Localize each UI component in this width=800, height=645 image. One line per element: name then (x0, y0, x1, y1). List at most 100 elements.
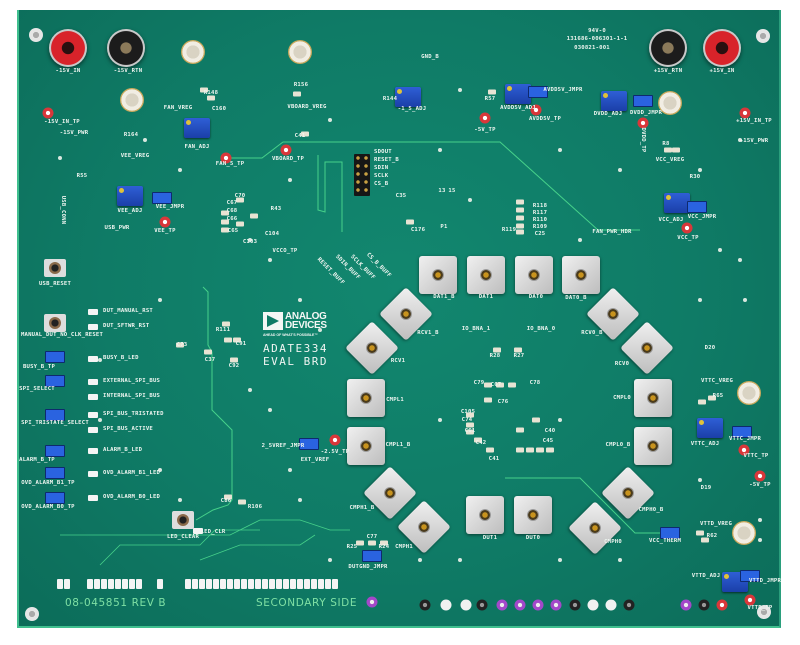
test-point-vboard[interactable] (280, 144, 292, 156)
potentiometer-dvdd-adj[interactable] (601, 91, 627, 111)
test-point-pos15v-in[interactable] (739, 107, 751, 119)
jumper-avdd5v[interactable] (528, 86, 548, 98)
jumper-ext-vref[interactable] (299, 438, 319, 450)
sma-connector-dat0[interactable] (515, 256, 553, 294)
bottom-test-point[interactable] (460, 599, 472, 611)
silkscreen-label-adj-1-5: -1_5_ADJ (397, 106, 427, 113)
bottom-test-point[interactable] (587, 599, 599, 611)
silkscreen-label-c77: C77 (366, 534, 378, 541)
jumper-dvdd[interactable] (633, 95, 653, 107)
potentiometer-neg1-5-adj[interactable] (395, 87, 421, 107)
silkscreen-label-pos15v-rtn: +15V_RTN (653, 68, 683, 75)
potentiometer-avdd5v-adj[interactable] (505, 84, 531, 104)
test-point-vttc[interactable] (738, 444, 750, 456)
jumper-spi-tristate-select[interactable] (45, 409, 65, 421)
jumper-vttd[interactable] (740, 570, 760, 582)
banana-jack-neg15v-in[interactable] (49, 29, 87, 67)
bottom-test-point[interactable] (496, 599, 508, 611)
bottom-test-point[interactable] (476, 599, 488, 611)
test-point-neg15v-in[interactable] (42, 107, 54, 119)
silkscreen-label-io-bna-1: IO_BNA_1 (461, 326, 491, 333)
bottom-test-point[interactable] (532, 599, 544, 611)
bottom-led (101, 579, 107, 589)
silkscreen-label-usb-reset: USB_RESET (38, 281, 72, 288)
bottom-test-point[interactable] (550, 599, 562, 611)
silkscreen-label-c104: C104 (264, 231, 280, 238)
potentiometer-vee-adj[interactable] (117, 186, 143, 206)
bottom-test-point[interactable] (569, 599, 581, 611)
sma-connector-dut0[interactable] (514, 496, 552, 534)
smd-component (301, 131, 309, 137)
via (558, 558, 562, 562)
jumper-dutgnd[interactable] (362, 550, 382, 562)
spi-pin-header[interactable] (354, 154, 370, 196)
test-point-vee[interactable] (159, 216, 171, 228)
test-point-vcc[interactable] (681, 222, 693, 234)
jumper-ovd-alarm-b0-tp[interactable] (45, 492, 65, 504)
bottom-test-point[interactable] (514, 599, 526, 611)
silkscreen-label-r109: R109 (532, 224, 548, 231)
sma-connector-cmpl1-b[interactable] (347, 427, 385, 465)
jumper-vcc[interactable] (687, 201, 707, 213)
test-point-dvdd[interactable] (637, 117, 649, 129)
bottom-test-point[interactable] (366, 596, 378, 608)
silkscreen-label-vboard-tp: VBOARD_TP (271, 156, 305, 163)
usb-reset-button[interactable] (44, 259, 66, 277)
silkscreen-label-r164: R164 (123, 132, 139, 139)
silkscreen-label-gnd-b: GND_B (421, 54, 439, 61)
potentiometer-fan-adj[interactable] (184, 118, 210, 138)
bottom-led (269, 579, 275, 589)
test-point-vttd[interactable] (744, 594, 756, 606)
jumper-spi-select[interactable] (45, 375, 65, 387)
silkscreen-label-c73: C73 (176, 342, 188, 349)
potentiometer-vcc-adj[interactable] (664, 193, 690, 213)
sma-connector-cmpl0-b[interactable] (634, 427, 672, 465)
via (558, 418, 562, 422)
banana-jack-neg15v-rtn[interactable] (107, 29, 145, 67)
sma-connector-cmpl1[interactable] (347, 379, 385, 417)
sma-connector-dat1[interactable] (467, 256, 505, 294)
silkscreen-label-vee-vreg: VEE_VREG (120, 153, 150, 160)
bottom-test-point[interactable] (698, 599, 710, 611)
silkscreen-label-dvdd-tp: DVDD_TP (639, 127, 646, 153)
silkscreen-label-c45: C45 (542, 438, 554, 445)
bottom-test-point[interactable] (680, 599, 692, 611)
jumper-vcc-therm[interactable] (660, 527, 680, 539)
silkscreen-label-r111: R111 (215, 327, 231, 334)
smd-component (696, 530, 704, 536)
via (288, 178, 292, 182)
jumper-ovd-alarm-b1-tp[interactable] (45, 467, 65, 479)
test-point-neg2-5v[interactable] (329, 434, 341, 446)
test-point-neg5v[interactable] (479, 112, 491, 124)
banana-jack-pos15v-in[interactable] (703, 29, 741, 67)
jumper-vttc[interactable] (732, 426, 752, 438)
sma-connector-dut1[interactable] (466, 496, 504, 534)
smd-component (200, 87, 208, 93)
bottom-test-point[interactable] (605, 599, 617, 611)
sma-connector-dat1-b[interactable] (419, 256, 457, 294)
test-point-neg5v-right[interactable] (754, 470, 766, 482)
test-point-fan-5[interactable] (220, 152, 232, 164)
banana-jack-pos15v-rtn[interactable] (649, 29, 687, 67)
jumper-vee[interactable] (152, 192, 172, 204)
bottom-test-point[interactable] (623, 599, 635, 611)
silkscreen-label-vee-tp: VEE_TP (154, 228, 176, 235)
led-clear-button[interactable] (172, 511, 194, 529)
jumper-alarm-b-tp[interactable] (45, 445, 65, 457)
via (468, 198, 472, 202)
sma-connector-cmpl0[interactable] (634, 379, 672, 417)
smd-component (516, 199, 524, 205)
via (288, 468, 292, 472)
logo-line1: ANALOG (285, 311, 327, 322)
test-point-avdd5v[interactable] (530, 104, 542, 116)
jumper-busy-b-tp[interactable] (45, 351, 65, 363)
bottom-led (220, 579, 226, 589)
manual-dut-reset-button[interactable] (44, 314, 66, 332)
sma-connector-dat0-b[interactable] (562, 256, 600, 294)
trace-vcc-therm (505, 477, 666, 534)
bottom-test-point[interactable] (419, 599, 431, 611)
potentiometer-vttc-adj[interactable] (697, 418, 723, 438)
silkscreen-label-manual-reset: MANUAL_DUT_NO_CLK_RESET (20, 332, 104, 339)
bottom-test-point[interactable] (716, 599, 728, 611)
bottom-test-point[interactable] (440, 599, 452, 611)
